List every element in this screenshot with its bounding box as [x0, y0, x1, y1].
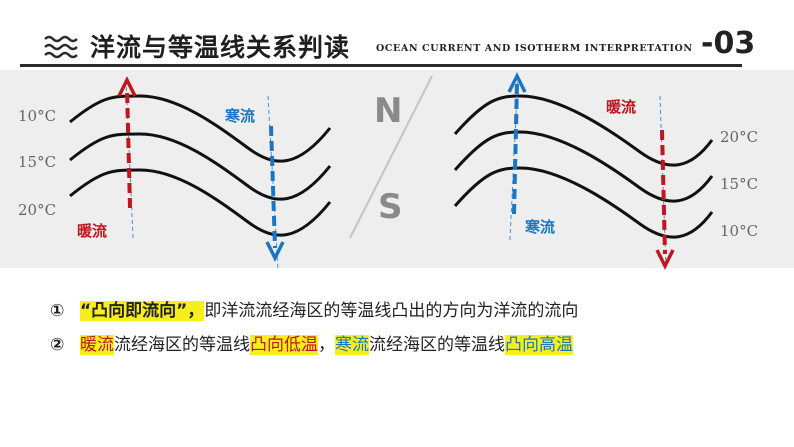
note-2-toward-high: 凸向高温 [505, 335, 573, 355]
left-cold-label: 寒流 [225, 107, 255, 125]
right-isotherm-15 [453, 130, 714, 203]
note-2-toward-low: 凸向低温 [250, 335, 318, 355]
left-isotherm-label-top: 10°C [18, 107, 56, 125]
left-cold-current-arrow [269, 125, 277, 249]
left-isotherm-20 [69, 168, 332, 237]
page-title: 洋流与等温线关系判读 [90, 33, 351, 62]
right-cold-current-arrow [512, 83, 519, 215]
hemisphere-divider [349, 75, 433, 239]
left-isotherm-10 [69, 94, 332, 163]
north-label: N [374, 91, 402, 131]
page-number: -03 [701, 26, 756, 61]
right-cold-arrowhead [507, 72, 527, 93]
left-warm-arrowhead [117, 76, 137, 97]
left-warm-label: 暖流 [77, 222, 107, 240]
note-2-text-b: 流经海区的等温线 [369, 335, 505, 355]
right-isotherms [453, 94, 714, 239]
right-warm-label: 暖流 [606, 98, 636, 116]
header: 洋流与等温线关系判读 OCEAN CURRENT AND ISOTHERM IN… [0, 0, 794, 68]
left-warm-current-arrow [125, 87, 132, 209]
note-2-cold: 寒流 [335, 335, 369, 355]
page-subtitle: OCEAN CURRENT AND ISOTHERM INTERPRETATIO… [376, 43, 693, 54]
right-isotherm-20 [453, 94, 714, 167]
left-isotherms [69, 94, 332, 237]
right-isotherm-label-middle: 15°C [720, 175, 758, 193]
right-warm-arrowhead [655, 249, 675, 270]
note-2-text-a: 流经海区的等温线 [114, 335, 250, 355]
note-1: ① “凸向即流向”，即洋流流经海区的等温线凸出的方向为洋流的流向 [50, 296, 770, 330]
note-1-text: 即洋流流经海区的等温线凸出的方向为洋流的流向 [204, 301, 579, 321]
south-label: S [378, 187, 403, 227]
left-cold-current-axis [267, 95, 279, 271]
right-isotherm-10 [453, 166, 714, 239]
note-1-number: ① [50, 301, 65, 321]
right-isotherm-label-bottom: 10°C [720, 222, 758, 240]
note-2-number: ② [50, 335, 65, 355]
left-isotherm-label-middle: 15°C [18, 153, 56, 171]
note-1-key-phrase: “凸向即流向”， [80, 301, 205, 321]
waves-icon [44, 35, 78, 59]
left-isotherm-15 [69, 132, 332, 201]
note-2-warm: 暖流 [80, 335, 114, 355]
left-cold-arrowhead [265, 241, 285, 262]
note-2-comma: ， [318, 335, 335, 355]
right-warm-current-arrow [660, 129, 667, 255]
right-isotherm-label-top: 20°C [720, 128, 758, 146]
right-cold-label: 寒流 [525, 218, 555, 236]
left-isotherm-label-bottom: 20°C [18, 201, 56, 219]
header-rule [20, 64, 742, 67]
